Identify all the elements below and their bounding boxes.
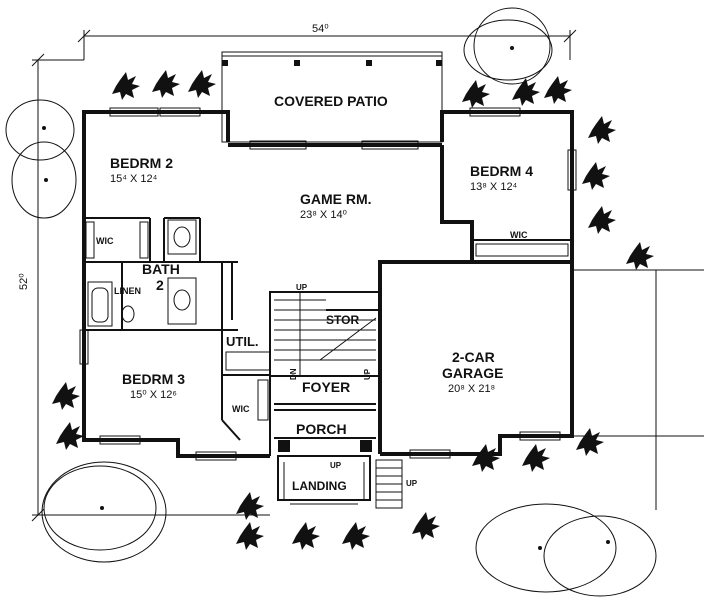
stair-up-label-right: UP	[363, 368, 372, 380]
garage-label-line1: 2-CAR	[452, 349, 495, 365]
tree-bottom-right	[475, 503, 657, 597]
foyer-label: FOYER	[302, 379, 350, 395]
util-counter	[225, 351, 271, 371]
linen-label: LINEN	[114, 286, 141, 296]
shrubs	[52, 70, 654, 550]
interior-walls	[84, 217, 570, 456]
tree-left-upper	[5, 99, 75, 161]
covered-patio-outline	[221, 51, 443, 143]
tree-bottom-left	[41, 461, 167, 563]
bath2-number: 2	[156, 277, 164, 293]
porch-columns	[278, 440, 372, 452]
stairs	[274, 292, 377, 376]
game-room-size: 23⁸ X 14⁰	[300, 209, 348, 221]
bath-fixtures	[87, 219, 197, 327]
util-label: UTIL.	[226, 334, 259, 349]
bedroom4-label: BEDRM 4	[470, 163, 533, 179]
wic-bed4-label: WIC	[510, 230, 528, 240]
bedroom2-label: BEDRM 2	[110, 155, 173, 171]
bedroom3-size: 15⁰ X 12⁶	[130, 389, 177, 401]
bedroom2-size: 15⁴ X 12⁴	[110, 173, 158, 185]
bedroom4-size: 13⁸ X 12⁴	[470, 181, 518, 193]
driveway-lines	[572, 269, 704, 510]
depth-dimension-line	[31, 53, 270, 522]
stair-dn-label: DN	[289, 368, 298, 380]
depth-dimension-label: 52⁰	[18, 273, 30, 290]
tree-left-lower	[11, 141, 77, 219]
bath2-label: BATH	[142, 261, 180, 277]
bedroom3-label: BEDRM 3	[122, 371, 185, 387]
tree-top-right	[463, 7, 553, 85]
stor-label: STOR	[326, 313, 359, 327]
windows	[79, 107, 577, 461]
wic-bed3-shelving	[257, 379, 269, 421]
game-room-label: GAME RM.	[300, 191, 372, 207]
wic-bed2-label: WIC	[96, 236, 114, 246]
stair-up-label-porch: UP	[330, 461, 342, 470]
garage-label-line2: GARAGE	[442, 365, 503, 381]
garage-size: 20⁸ X 21⁸	[448, 383, 495, 395]
wic-bed3-label: WIC	[232, 404, 250, 414]
width-dimension-line	[77, 29, 577, 60]
wic-bed4-shelving	[475, 243, 569, 257]
wic-bed2-shelving	[85, 221, 149, 259]
porch-label: PORCH	[296, 421, 347, 437]
stair-up-label-top: UP	[296, 283, 308, 292]
stair-up-label-landing: UP	[406, 479, 418, 488]
covered-patio-label: COVERED PATIO	[274, 93, 388, 109]
landing-label: LANDING	[292, 479, 347, 493]
width-dimension-label: 54⁰	[312, 23, 329, 35]
landing-steps	[277, 455, 403, 509]
